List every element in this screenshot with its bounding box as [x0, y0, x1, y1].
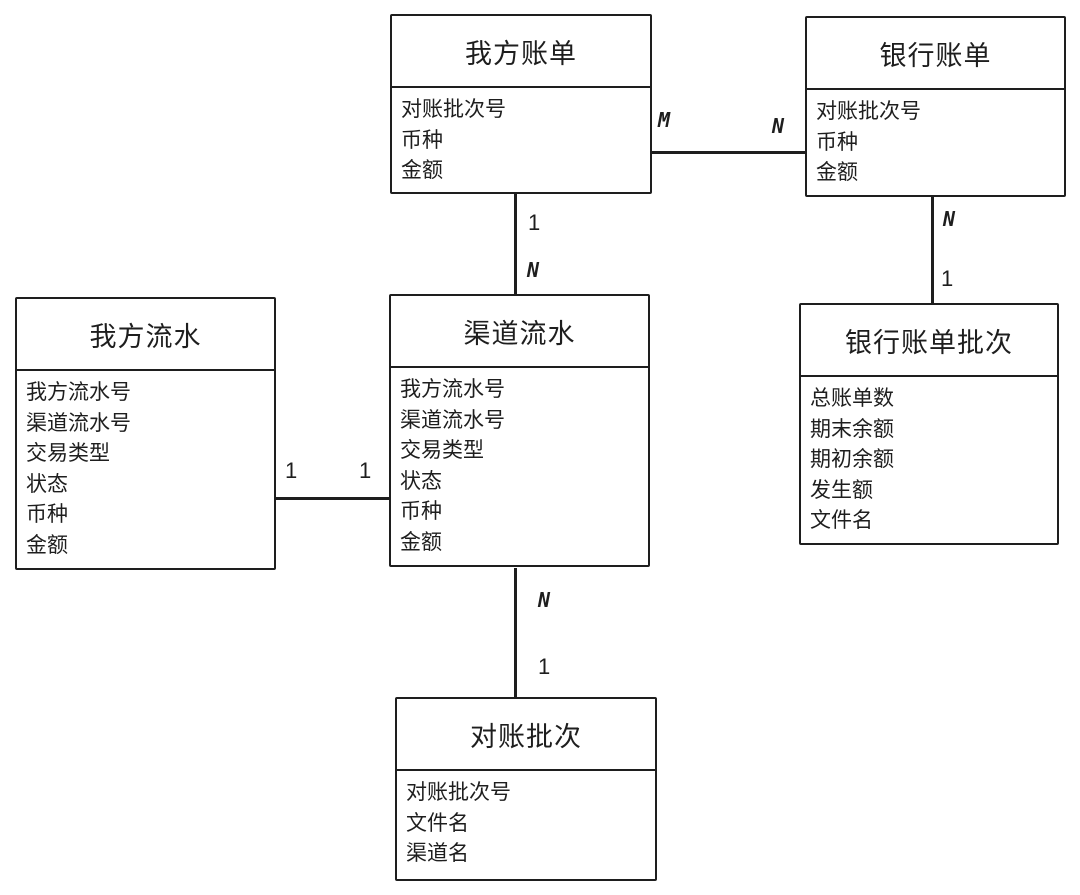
entity-field-list: 我方流水号 渠道流水号 交易类型 状态 币种 金额: [391, 368, 648, 557]
entity-field: 发生额: [810, 477, 873, 502]
entity-field: 币种: [816, 129, 858, 154]
entity-title: 银行账单批次: [801, 305, 1057, 377]
entity-field: 对账批次号: [816, 99, 921, 123]
cardinality-bank-bill-to-batch: N: [943, 207, 956, 231]
connector-bank-bill-batch: [931, 197, 934, 303]
entity-title: 对账批次: [397, 699, 655, 771]
entity-field: 渠道流水号: [400, 407, 505, 432]
cardinality-our-bill-to-bank-bill: M: [658, 108, 671, 132]
entity-field-list: 总账单数 期末余额 期初余额 发生额 文件名: [801, 377, 1057, 536]
cardinality-batch-from-bank-bill: 1: [941, 266, 954, 291]
cardinality-bank-bill-from-our-bill: N: [772, 114, 785, 138]
entity-channel-flow: 渠道流水 我方流水号 渠道流水号 交易类型 状态 币种 金额: [389, 294, 650, 567]
entity-field: 金额: [400, 529, 442, 554]
entity-field: 期末余额: [810, 416, 894, 441]
entity-title: 我方流水: [17, 299, 274, 371]
entity-field: 总账单数: [810, 386, 894, 410]
entity-field: 币种: [401, 127, 443, 152]
cardinality-channel-flow-from-our-flow: 1: [359, 458, 372, 483]
cardinality-recon-batch-from-channel-flow: 1: [538, 654, 551, 679]
entity-bank-bill: 银行账单 对账批次号 币种 金额: [805, 16, 1066, 197]
entity-field-list: 对账批次号 币种 金额: [807, 90, 1064, 188]
entity-field: 期初余额: [810, 447, 894, 471]
cardinality-channel-flow-from-our-bill: N: [527, 258, 540, 282]
entity-field: 渠道流水号: [26, 410, 131, 435]
entity-field: 对账批次号: [406, 780, 511, 804]
cardinality-our-flow-to-channel-flow: 1: [285, 458, 298, 483]
entity-field: 对账批次号: [401, 97, 506, 121]
entity-field-list: 对账批次号 币种 金额: [392, 88, 650, 186]
connector-our-bill-channel-flow: [514, 194, 517, 294]
entity-bank-bill-batch: 银行账单批次 总账单数 期末余额 期初余额 发生额 文件名: [799, 303, 1059, 545]
entity-field: 状态: [26, 471, 68, 496]
entity-field: 交易类型: [26, 441, 110, 465]
entity-field: 币种: [400, 499, 442, 523]
entity-recon-batch: 对账批次 对账批次号 文件名 渠道名: [395, 697, 657, 881]
entity-title: 银行账单: [807, 18, 1064, 90]
entity-our-bill: 我方账单 对账批次号 币种 金额: [390, 14, 652, 194]
cardinality-our-bill-to-channel-flow: 1: [528, 210, 541, 235]
entity-field: 我方流水号: [400, 377, 505, 401]
entity-field: 我方流水号: [26, 380, 131, 404]
entity-field: 金额: [816, 160, 858, 184]
entity-our-flow: 我方流水 我方流水号 渠道流水号 交易类型 状态 币种 金额: [15, 297, 276, 570]
connector-our-flow-channel-flow: [276, 497, 390, 500]
entity-field: 文件名: [810, 508, 873, 532]
entity-field: 交易类型: [400, 438, 484, 462]
entity-field: 状态: [400, 468, 442, 493]
entity-title: 我方账单: [392, 16, 650, 88]
entity-field-list: 我方流水号 渠道流水号 交易类型 状态 币种 金额: [17, 371, 274, 560]
entity-field: 渠道名: [406, 841, 469, 865]
connector-our-bill-bank-bill: [652, 151, 805, 154]
entity-field: 文件名: [406, 810, 469, 835]
entity-title: 渠道流水: [391, 296, 648, 368]
entity-field-list: 对账批次号 文件名 渠道名: [397, 771, 655, 869]
entity-field: 金额: [26, 532, 68, 557]
connector-channel-flow-recon-batch: [514, 568, 517, 697]
entity-field: 金额: [401, 158, 443, 182]
entity-field: 币种: [26, 502, 68, 526]
cardinality-channel-flow-to-recon-batch: N: [538, 588, 551, 612]
